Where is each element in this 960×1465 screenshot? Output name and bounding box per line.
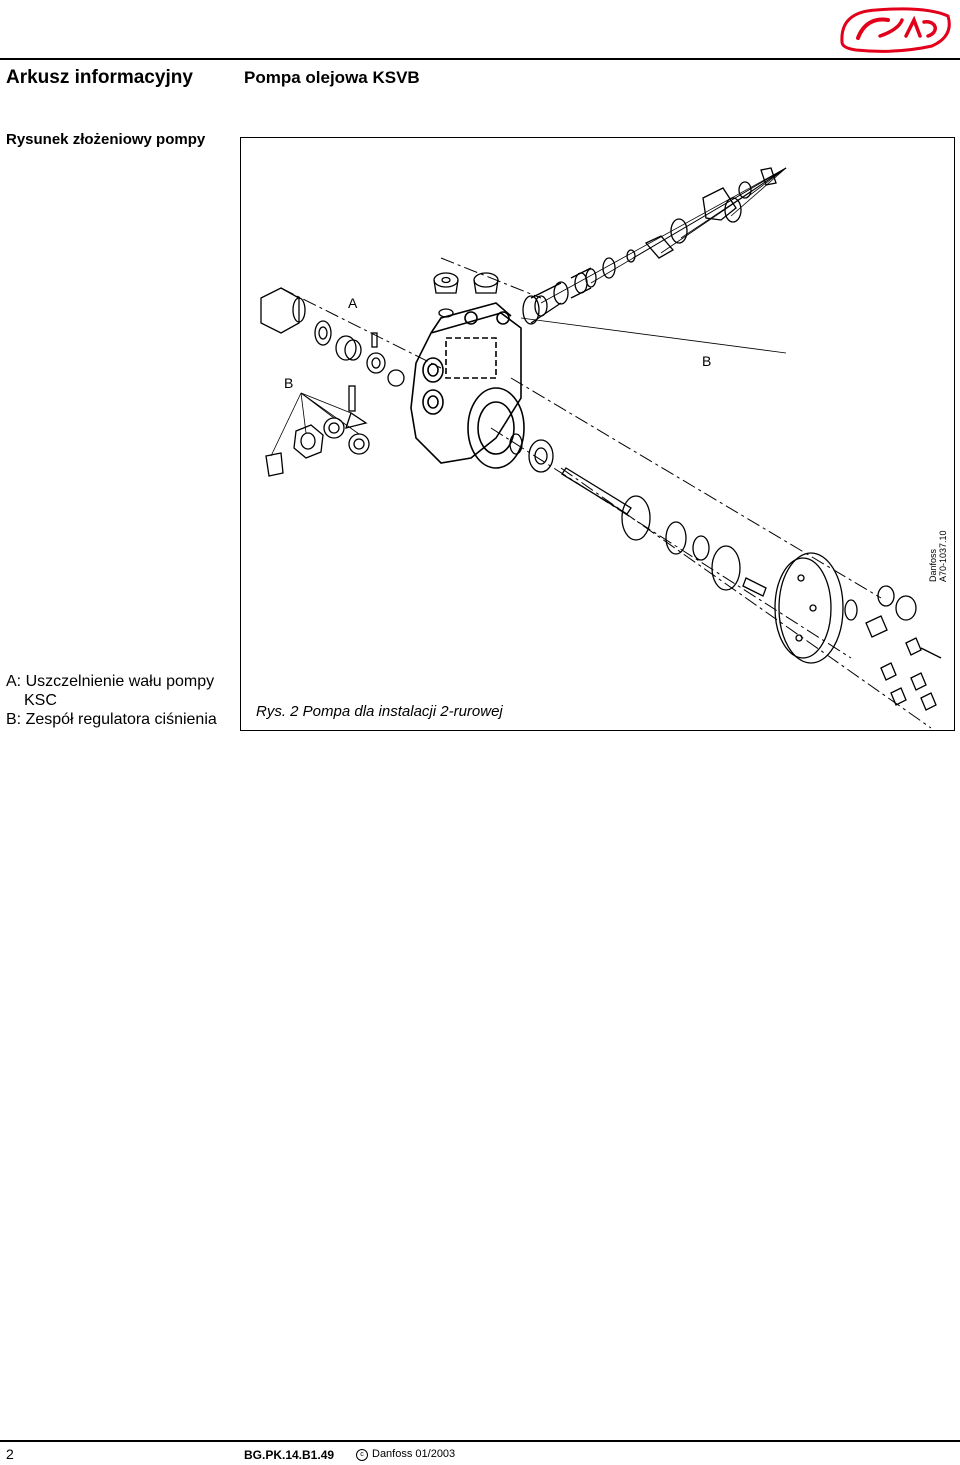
pump-body <box>410 302 525 469</box>
label-b-right: B <box>702 353 711 369</box>
drawing-reference: Danfoss A70-1037.10 <box>928 530 948 582</box>
exploded-view-drawing: A B B <box>260 167 942 729</box>
legend-item-a-continued: KSC <box>24 692 57 709</box>
drawing-code: A70-1037.10 <box>938 530 948 582</box>
section-title: Rysunek złożeniowy pompy <box>6 131 206 148</box>
cover-and-screws <box>774 552 942 711</box>
document-title: Pompa olejowa KSVB <box>244 68 420 87</box>
drawing-company: Danfoss <box>928 548 938 582</box>
legend-item-b: B: Zespół regulatora ciśnienia <box>6 711 217 728</box>
header-rule <box>0 58 960 60</box>
regulator-parts-right <box>522 167 777 325</box>
copyright-text: Danfoss 01/2003 <box>372 1448 456 1460</box>
document-type: Arkusz informacyjny <box>6 67 193 88</box>
figure-caption: Rys. 2 Pompa dla instalacji 2-rurowej <box>256 703 503 720</box>
leader-lines-right <box>520 167 787 354</box>
label-a: A <box>348 295 358 311</box>
danfoss-logo <box>840 7 951 53</box>
label-b-left: B <box>284 375 293 391</box>
shaft-and-gears <box>509 433 767 597</box>
copyright-icon: c <box>356 1449 368 1461</box>
copyright: c Danfoss 01/2003 <box>356 1448 455 1461</box>
page-number: 2 <box>6 1446 14 1462</box>
top-plugs <box>433 272 499 318</box>
leader-lines-left <box>270 392 360 457</box>
document-code: BG.PK.14.B1.49 <box>244 1448 335 1462</box>
legend: A: Uszczelnienie wału pompy KSC B: Zespó… <box>6 672 217 729</box>
footer-rule <box>0 1440 960 1442</box>
figure-frame: A B B Danfoss A70-1037.10 <box>240 137 955 731</box>
legend-item-a: A: Uszczelnienie wału pompy <box>6 673 215 690</box>
shaft-seal-parts <box>260 287 405 387</box>
